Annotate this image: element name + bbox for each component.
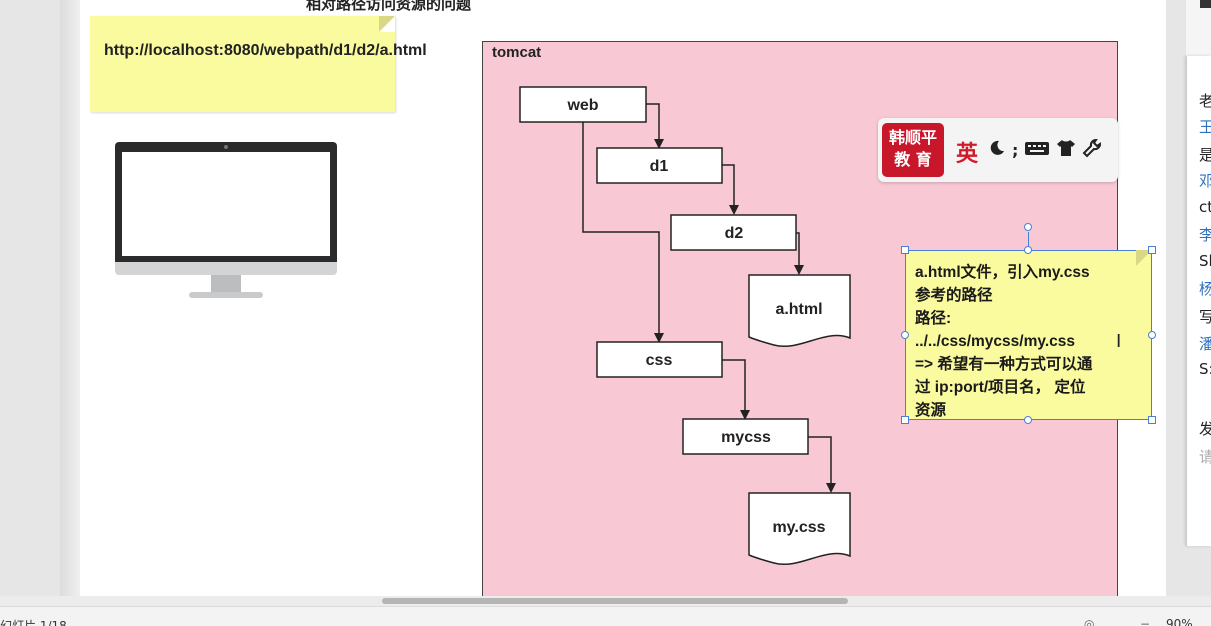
chat-item: 是: [1199, 144, 1211, 165]
note-line: 路径:: [915, 310, 952, 327]
ime-toolbar[interactable]: 韩顺平 教 育 英 ;: [878, 118, 1118, 182]
scrollbar-thumb[interactable]: [382, 598, 848, 604]
zoom-level[interactable]: 90%: [1166, 617, 1193, 626]
resize-handle-t[interactable]: [1024, 246, 1032, 254]
dir-label-web: web: [566, 97, 598, 114]
file-label-ahtml: a.html: [775, 301, 822, 318]
dir-box-css: [596, 341, 723, 378]
dir-box-d1: [596, 147, 723, 184]
chat-input-placeholder[interactable]: 请: [1199, 446, 1211, 467]
connector-web-css: [582, 121, 664, 343]
horizontal-scrollbar[interactable]: [0, 596, 1211, 606]
note-line: 参考的路径: [915, 287, 993, 304]
chat-item[interactable]: 邓: [1199, 170, 1211, 191]
dir-label-css: css: [646, 352, 673, 369]
note-fold: [1136, 250, 1152, 266]
tomcat-label: tomcat: [492, 44, 542, 61]
rotation-handle[interactable]: [1024, 223, 1032, 231]
url-note-text: http://localhost:8080/webpath/d1/d2/a.ht…: [104, 42, 427, 59]
text-cursor-icon: I: [1116, 331, 1122, 352]
chat-item: 老: [1199, 90, 1211, 111]
chat-item[interactable]: 杨: [1199, 278, 1211, 299]
ime-lang-toggle[interactable]: 英: [956, 142, 979, 167]
slide-title: 相对路径访问资源的问题: [306, 0, 472, 13]
chat-item[interactable]: 王: [1199, 116, 1211, 137]
doc-shape-mycss: [748, 492, 851, 565]
chat-item[interactable]: 李: [1199, 224, 1211, 245]
note-line: ../../css/mycss/my.css: [915, 333, 1075, 350]
resize-handle-r[interactable]: [1148, 331, 1156, 339]
connector-web-d1: [646, 103, 664, 149]
connector-d1-d2: [722, 164, 739, 215]
zoom-out-icon[interactable]: −: [1140, 617, 1151, 626]
chat-item: Sl: [1199, 252, 1211, 270]
slide-canvas[interactable]: 相对路径访问资源的问题 http://localhost:8080/webpat…: [80, 0, 1166, 600]
slide-counter: 幻灯片 1/18: [0, 619, 67, 626]
chat-item: S:: [1199, 360, 1211, 378]
note-line: 过 ip:port/项目名， 定位: [915, 379, 1086, 396]
note-line: 资源: [915, 402, 947, 419]
resize-handle-tr[interactable]: [1148, 246, 1156, 254]
note-fold: [379, 16, 395, 32]
monitor-bezel: [115, 142, 337, 262]
chat-side-panel[interactable]: 老 王 是 邓 ct 李 Sl 杨 写 潘 S: 发 请: [1186, 56, 1211, 546]
rotation-handle-stem: [1028, 232, 1029, 250]
keyboard-icon[interactable]: [1024, 139, 1050, 161]
dir-box-mycss: [682, 418, 809, 455]
panel-top-bar: [1200, 0, 1211, 8]
chat-item: 写: [1199, 306, 1211, 327]
panel-top-strip: [1186, 0, 1211, 56]
chat-item[interactable]: 潘: [1199, 333, 1211, 354]
note-line: => 希望有一种方式可以通: [915, 356, 1093, 373]
punct-mode[interactable]: ;: [1012, 140, 1019, 160]
directory-diagram: web d1 d2 css mycss a.html my.css: [519, 86, 851, 565]
shirt-icon[interactable]: [1056, 139, 1076, 161]
monitor-chin: [115, 262, 337, 275]
resize-handle-b[interactable]: [1024, 416, 1032, 424]
wrench-icon[interactable]: [1082, 138, 1102, 162]
selected-note-text[interactable]: a.html文件，引入my.css 参考的路径 路径: ../../css/my…: [915, 261, 1147, 422]
monitor-base: [189, 292, 263, 298]
resize-handle-tl[interactable]: [901, 246, 909, 254]
monitor-icon: [115, 142, 337, 302]
dir-box-d2: [670, 214, 797, 251]
file-label-mycss: my.css: [772, 519, 825, 536]
monitor-camera: [224, 145, 228, 149]
chat-item: ct: [1199, 198, 1211, 216]
url-sticky-note[interactable]: http://localhost:8080/webpath/d1/d2/a.ht…: [90, 16, 427, 112]
status-bar: 幻灯片 1/18 ◎ − 90%: [0, 606, 1211, 626]
connector-css-mycss: [722, 359, 750, 420]
chat-item[interactable]: 发: [1199, 418, 1211, 439]
dir-label-d2: d2: [725, 225, 744, 242]
dir-label-d1: d1: [650, 158, 669, 175]
connector-mycss-mycssfile: [808, 436, 836, 493]
monitor-screen: [122, 152, 330, 256]
ime-icon-group: ;: [988, 138, 1102, 162]
resize-handle-br[interactable]: [1148, 416, 1156, 424]
resize-handle-bl[interactable]: [901, 416, 909, 424]
view-icon[interactable]: ◎: [1084, 617, 1095, 626]
slide-panel-gutter: [60, 0, 80, 600]
doc-shape-ahtml: [748, 274, 851, 347]
dir-box-web: [519, 86, 647, 123]
ime-logo-line1: 韩顺平: [888, 128, 937, 147]
ime-logo[interactable]: 韩顺平 教 育: [882, 123, 944, 177]
connector-d2-ahtml: [794, 232, 804, 275]
note-line: a.html文件，引入my.css: [915, 264, 1090, 281]
moon-icon[interactable]: [988, 139, 1006, 161]
ime-logo-line2: 教 育: [894, 150, 932, 169]
selected-sticky-note[interactable]: a.html文件，引入my.css 参考的路径 路径: ../../css/my…: [905, 250, 1152, 420]
monitor-neck: [211, 275, 241, 293]
resize-handle-l[interactable]: [901, 331, 909, 339]
dir-label-mycss: mycss: [721, 429, 771, 446]
